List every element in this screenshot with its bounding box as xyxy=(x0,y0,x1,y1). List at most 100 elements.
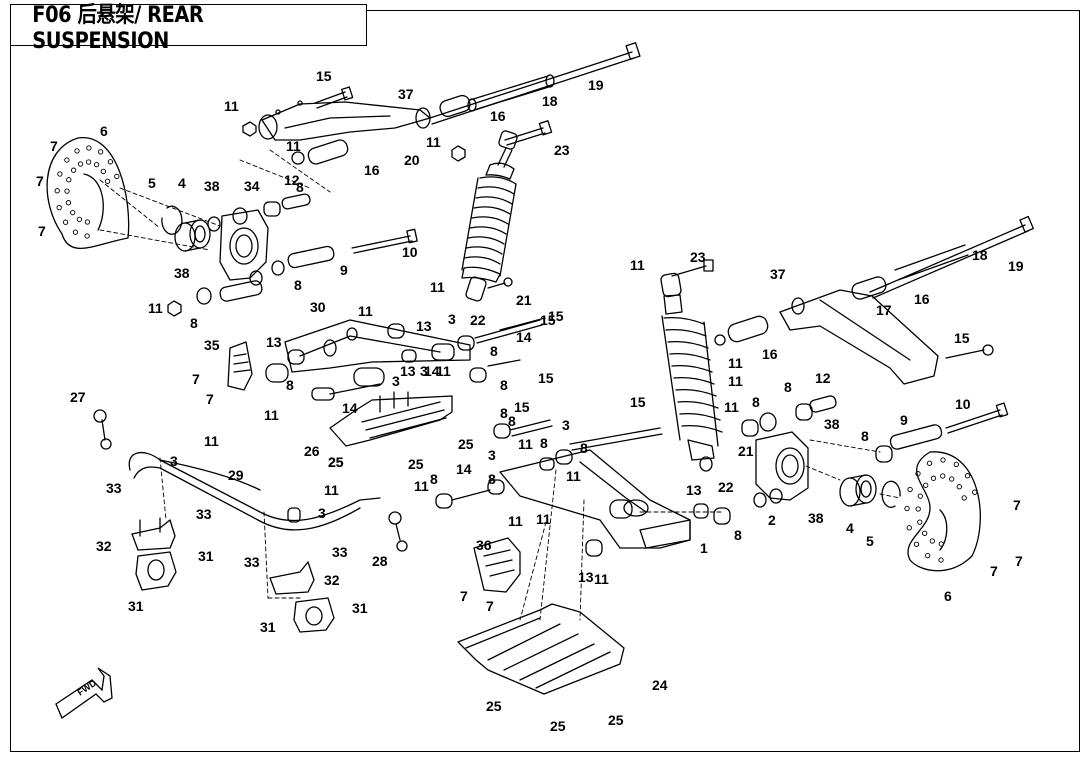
callout-15: 15 xyxy=(630,394,646,410)
left-shock-absorber xyxy=(461,130,518,302)
left-bearing-4 xyxy=(174,219,211,252)
nut-11-a xyxy=(242,121,257,137)
left-brake-disc-6 xyxy=(46,137,130,250)
callout-35: 35 xyxy=(204,337,220,353)
callout-31: 31 xyxy=(260,619,276,635)
disc-hole xyxy=(940,457,946,463)
callout-31: 31 xyxy=(352,600,368,616)
title-box: F06 后悬架/ REAR SUSPENSION xyxy=(10,3,367,54)
callout-3: 3 xyxy=(170,453,178,469)
right-brake-disc-holes xyxy=(904,457,978,563)
left-sleeve-9 xyxy=(219,245,335,302)
callout-29: 29 xyxy=(228,467,244,483)
callout-3: 3 xyxy=(420,363,428,379)
disc-hole xyxy=(76,216,83,223)
disc-hole xyxy=(70,209,76,216)
callout-33: 33 xyxy=(196,506,212,522)
callout-8: 8 xyxy=(430,471,438,487)
left-bolt-10 xyxy=(351,228,418,254)
callout-36: 36 xyxy=(476,537,492,553)
callout-16: 16 xyxy=(364,162,380,178)
bar-bushing-right-31 xyxy=(293,597,335,633)
callout-7: 7 xyxy=(486,598,494,614)
callout-8: 8 xyxy=(861,428,869,444)
disc-hole xyxy=(54,188,60,194)
right-leader-lines xyxy=(519,469,723,621)
disc-hole xyxy=(85,159,92,165)
callout-11: 11 xyxy=(508,513,523,529)
callout-3: 3 xyxy=(448,311,456,327)
right-long-bolt-19 xyxy=(869,215,1034,299)
left-bushings-8 xyxy=(196,201,285,305)
callout-15: 15 xyxy=(538,370,554,386)
callout-11: 11 xyxy=(436,363,451,379)
nut-11-c xyxy=(167,300,182,317)
callout-8: 8 xyxy=(500,405,508,421)
disc-hole xyxy=(64,188,70,194)
callout-38: 38 xyxy=(174,265,190,281)
disc-hole xyxy=(917,493,923,499)
left-long-bolt-19 xyxy=(429,42,641,125)
disc-hole xyxy=(77,161,84,167)
callout-25: 25 xyxy=(328,454,344,470)
callout-4: 4 xyxy=(846,520,854,536)
callout-11: 11 xyxy=(324,482,339,498)
link-rod-28 xyxy=(388,511,408,552)
callout-37: 37 xyxy=(398,86,414,102)
disc-hole xyxy=(57,171,63,177)
disc-hole xyxy=(922,530,928,536)
callout-11: 11 xyxy=(728,373,743,389)
right-lower-bushings xyxy=(435,423,731,557)
callout-8: 8 xyxy=(490,343,498,359)
callout-30: 30 xyxy=(310,299,326,315)
right-bushings-8 xyxy=(741,403,893,508)
callout-28: 28 xyxy=(372,553,388,569)
callout-33: 33 xyxy=(106,480,122,496)
callout-25: 25 xyxy=(486,698,502,714)
callout-7: 7 xyxy=(50,138,58,154)
callout-16: 16 xyxy=(914,291,930,307)
disc-hole xyxy=(940,473,946,479)
callout-9: 9 xyxy=(900,412,908,428)
disc-hole xyxy=(926,460,933,466)
disc-hole xyxy=(938,541,944,547)
callout-11: 11 xyxy=(724,399,739,415)
right-skid-plate-24 xyxy=(457,603,625,695)
right-bolt-10 xyxy=(945,402,1009,434)
callout-13: 13 xyxy=(686,482,702,498)
callout-3: 3 xyxy=(562,417,570,433)
disc-hole xyxy=(923,482,929,488)
callout-2: 2 xyxy=(768,512,776,528)
callout-8: 8 xyxy=(752,394,760,410)
left-knuckle-2 xyxy=(219,207,269,286)
left-upper-arm-20 xyxy=(258,100,431,141)
disc-hole xyxy=(930,475,937,481)
callout-15: 15 xyxy=(540,312,556,328)
callout-11: 11 xyxy=(594,571,609,587)
callout-11: 11 xyxy=(204,433,219,449)
callout-11: 11 xyxy=(518,436,533,452)
diagram-frame xyxy=(10,10,1080,752)
callout-14: 14 xyxy=(424,363,440,379)
bar-clamp-right-32 xyxy=(269,561,315,595)
left-bolt-23 xyxy=(504,120,553,146)
left-bushing-16a xyxy=(439,94,471,118)
callout-32: 32 xyxy=(324,572,340,588)
disc-hole xyxy=(953,461,959,468)
right-bolts-14-15 xyxy=(451,419,663,501)
callout-11: 11 xyxy=(728,355,743,371)
left-bushings-13 xyxy=(265,349,305,383)
callout-13: 13 xyxy=(266,334,282,350)
callout-14: 14 xyxy=(342,400,358,416)
callout-19: 19 xyxy=(588,77,604,93)
callout-11: 11 xyxy=(148,300,163,316)
right-bushing-16a xyxy=(851,276,887,300)
callout-11: 11 xyxy=(264,407,279,423)
disc-hole xyxy=(938,557,944,563)
callout-11: 11 xyxy=(414,478,429,494)
left-bolt-21 xyxy=(487,277,513,289)
callout-23: 23 xyxy=(690,249,706,265)
disc-hole xyxy=(62,219,69,225)
bar-bushing-left-31 xyxy=(135,551,177,591)
